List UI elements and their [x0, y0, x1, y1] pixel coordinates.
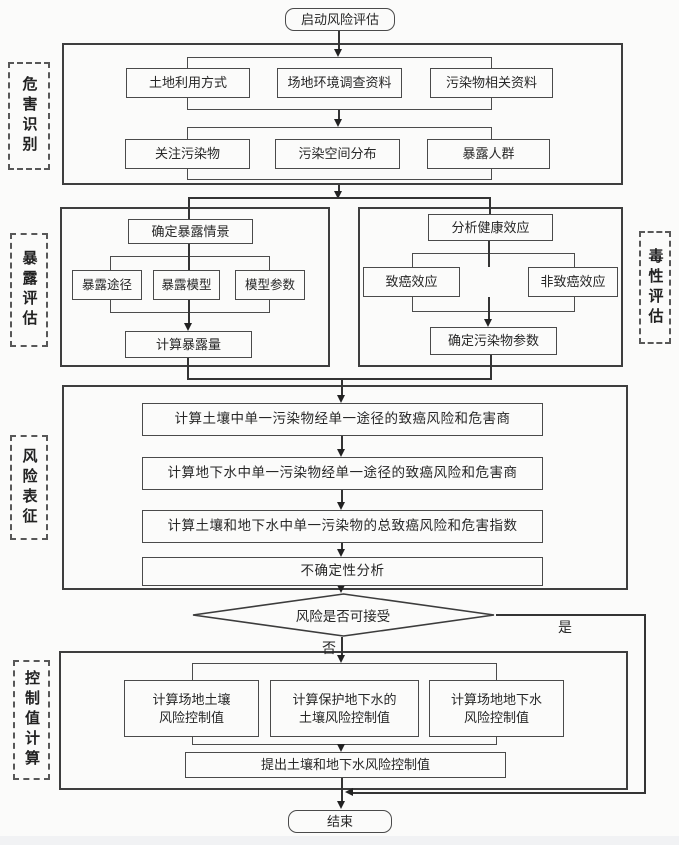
connector-merge-left	[187, 358, 189, 379]
connector-risk-3	[341, 543, 343, 549]
box-land-use: 土地利用方式	[126, 68, 250, 98]
connector-merge-down	[341, 380, 343, 395]
box-pollution-distribution: 污染空间分布	[275, 139, 400, 169]
exposure-section-frame	[60, 207, 330, 367]
no-branch-vertical	[341, 637, 343, 655]
box-groundwater-single-risk: 计算地下水中单一污染物经单一途径的致癌风险和危害商	[142, 457, 543, 490]
box-total-risk: 计算土壤和地下水中单一污染物的总致癌风险和危害指数	[142, 510, 543, 543]
connector-split-right	[489, 197, 491, 214]
risk-section-frame	[62, 385, 628, 590]
decision-label: 风险是否可接受	[295, 609, 391, 624]
yes-branch-vertical	[644, 614, 646, 794]
arrowhead-down-icon	[337, 549, 345, 557]
arrowhead-down-icon	[337, 395, 345, 403]
arrowhead-down-icon	[484, 319, 492, 327]
box-exposure-scenario: 确定暴露情景	[128, 219, 253, 244]
exposure-section-label: 暴露评估	[10, 233, 48, 347]
box-exposed-population: 暴露人群	[427, 139, 550, 169]
connector-merge-horizontal	[187, 378, 492, 380]
decision-diamond	[192, 593, 495, 637]
start-node: 启动风险评估	[285, 8, 395, 31]
arrowhead-down-icon	[337, 744, 345, 752]
connector-merge-right	[490, 355, 492, 379]
connector-hazard-rows	[338, 110, 340, 120]
box-contaminants-of-concern: 关注污染物	[125, 139, 250, 169]
hazard-section-label: 危害识别	[8, 62, 50, 170]
box-propose-control-values: 提出土壤和地下水风险控制值	[185, 752, 506, 778]
box-pollutant-parameters: 确定污染物参数	[430, 327, 557, 355]
box-exposure-pathway: 暴露途径	[72, 270, 142, 300]
connector-risk-2	[341, 490, 343, 502]
hazard-section-frame	[62, 43, 623, 185]
box-model-parameters: 模型参数	[235, 270, 305, 300]
arrowhead-down-icon	[337, 502, 345, 510]
arrowhead-down-icon	[337, 801, 345, 809]
page-bottom-strip	[0, 836, 679, 845]
arrowhead-left-icon	[345, 788, 353, 796]
decision-yes-label: 是	[558, 621, 572, 636]
box-protect-groundwater-soil-control-value: 计算保护地下水的 土壤风险控制值	[270, 680, 419, 737]
arrowhead-down-icon	[184, 323, 192, 331]
box-health-effects: 分析健康效应	[428, 214, 553, 241]
arrowhead-down-icon	[337, 585, 345, 593]
connector-split-left	[188, 197, 190, 219]
arrowhead-down-icon	[334, 119, 342, 127]
arrowhead-down-icon	[337, 449, 345, 457]
connector-split-horizontal	[188, 197, 491, 199]
arrowhead-down-icon	[337, 655, 345, 663]
connector-exposure-a	[188, 244, 190, 270]
box-site-survey-data: 场地环境调查资料	[277, 68, 402, 98]
box-pollutant-data: 污染物相关资料	[430, 68, 553, 98]
yes-branch-horizontal-bottom	[353, 792, 646, 794]
connector-toxicity-b	[488, 297, 490, 319]
end-node: 结束	[288, 810, 392, 833]
connector-toxicity-a	[488, 241, 490, 267]
risk-section-label: 风险表征	[10, 435, 48, 540]
connector-exposure-b	[188, 300, 190, 323]
toxicity-section-label: 毒性评估	[639, 231, 671, 344]
yes-branch-horizontal-top	[496, 614, 646, 616]
arrowhead-down-icon	[334, 191, 342, 199]
connector-risk-1	[341, 436, 343, 449]
box-noncarcinogenic-effect: 非致癌效应	[528, 267, 618, 297]
box-site-groundwater-control-value: 计算场地地下水 风险控制值	[429, 680, 564, 737]
box-carcinogenic-effect: 致癌效应	[363, 267, 460, 297]
control-section-label: 控制值计算	[13, 660, 50, 780]
box-uncertainty-analysis: 不确定性分析	[142, 557, 543, 586]
control-section-frame	[59, 651, 628, 790]
connector-hazard-exit	[338, 185, 340, 191]
box-soil-single-risk: 计算土壤中单一污染物经单一途径的致癌风险和危害商	[142, 403, 543, 436]
arrowhead-down-icon	[334, 49, 342, 57]
connector-start	[338, 31, 340, 50]
box-exposure-model: 暴露模型	[153, 270, 220, 300]
box-calc-exposure-dose: 计算暴露量	[125, 331, 252, 358]
box-site-soil-control-value: 计算场地土壤 风险控制值	[124, 680, 259, 737]
decision-no-label: 否	[322, 642, 336, 657]
connector-final	[341, 778, 343, 801]
